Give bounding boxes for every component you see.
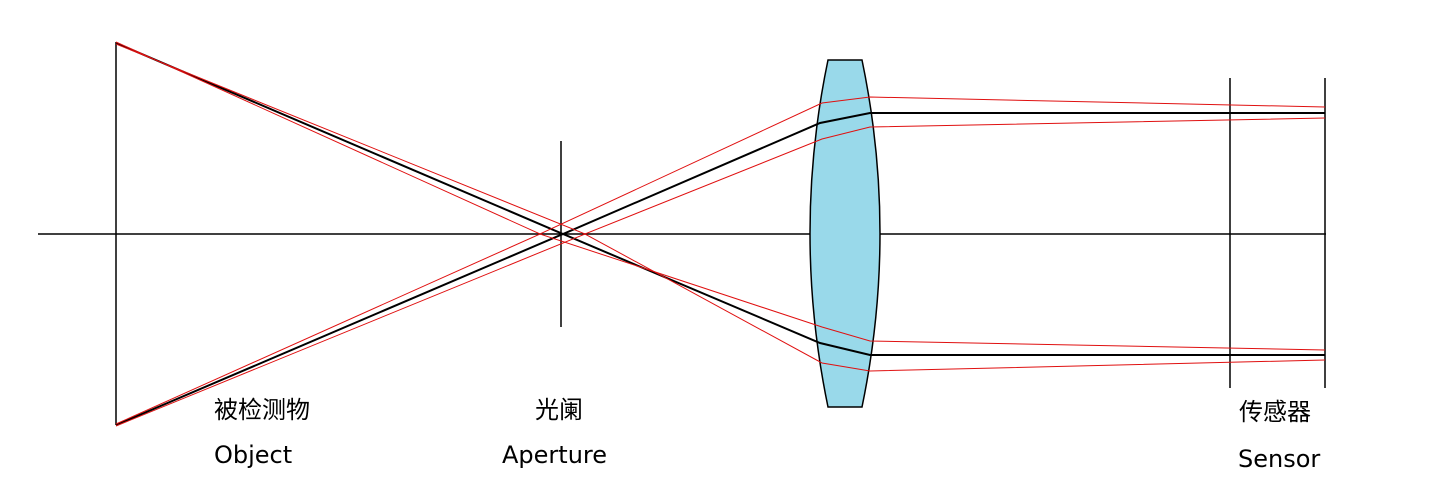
convex-lens bbox=[809, 59, 881, 408]
marginal-rays bbox=[115, 41, 1326, 427]
chief-rays bbox=[115, 42, 1325, 426]
aperture-label-en: Aperture bbox=[502, 441, 607, 469]
object-label-cn: 被检测物 bbox=[214, 396, 310, 424]
chief-ray-upper bbox=[115, 42, 1325, 236]
sensor-label-cn: 传感器 bbox=[1239, 398, 1311, 426]
marginal-ray-lower-b bbox=[115, 233, 1326, 427]
marginal-ray-lower-a bbox=[115, 233, 1326, 425]
aperture-label-cn: 光阑 bbox=[535, 396, 583, 424]
sensor-label-en: Sensor bbox=[1238, 445, 1320, 473]
object-label-en: Object bbox=[214, 441, 292, 469]
chief-ray-lower bbox=[115, 232, 1325, 426]
marginal-ray-upper-b bbox=[115, 43, 1326, 235]
marginal-ray-upper-a bbox=[115, 41, 1326, 235]
